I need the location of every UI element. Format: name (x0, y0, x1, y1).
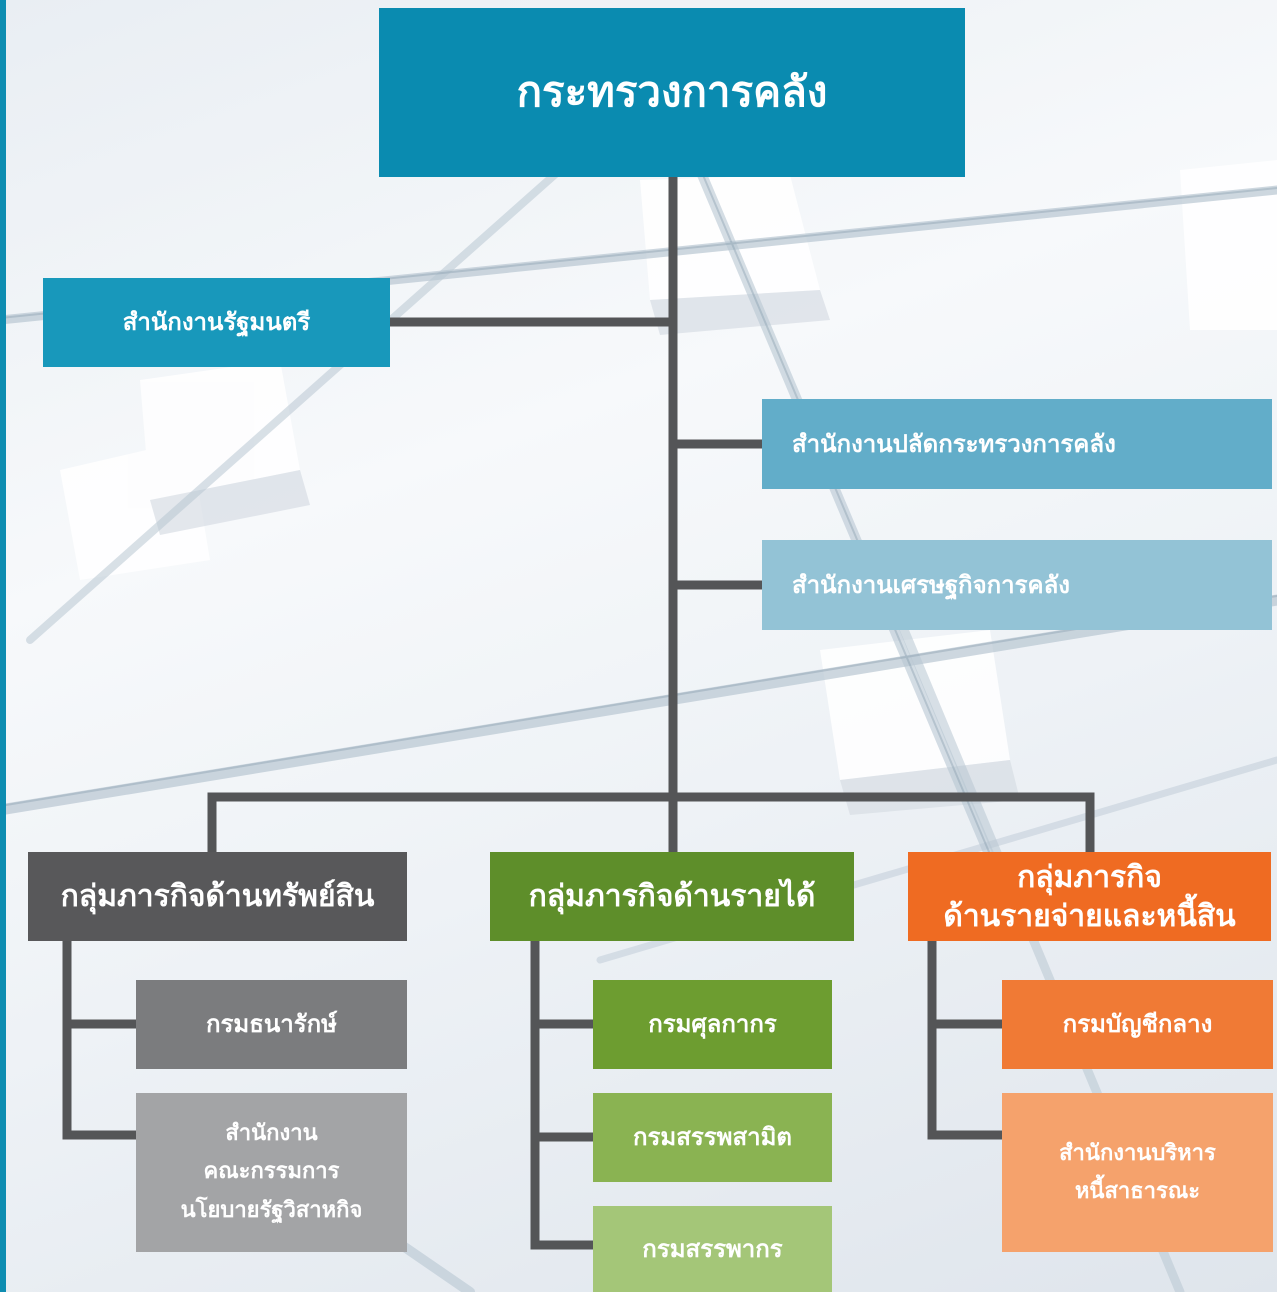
asset-group-box: กลุ่มภารกิจด้านทรัพย์สิน (28, 852, 407, 941)
state-enterprise-policy-office-box: สำนักงาน คณะกรรมการ นโยบายรัฐวิสาหกิจ (136, 1093, 407, 1252)
public-debt-management-office-box: สำนักงานบริหาร หนี้สาธารณะ (1002, 1093, 1273, 1252)
minister-office-box: สำนักงานรัฐมนตรี (43, 278, 390, 367)
excise-department-box: กรมสรรพสามิต (593, 1093, 832, 1182)
permanent-secretary-office-label: สำนักงานปลัดกระทรวงการคลัง (792, 429, 1116, 458)
department-label: กรมสรรพสามิต (632, 1123, 793, 1152)
revenue-department-box: กรมสรรพากร (593, 1206, 832, 1292)
ministry-title: กระทรวงการคลัง (516, 67, 828, 117)
expenditure-group-box: กลุ่มภารกิจ ด้านรายจ่ายและหนี้สิน (908, 852, 1271, 941)
asset-group-title: กลุ่มภารกิจด้านทรัพย์สิน (60, 878, 375, 914)
department-label: สำนักงาน คณะกรรมการ นโยบายรัฐวิสาหกิจ (180, 1120, 363, 1223)
department-label: กรมบัญชีกลาง (1062, 1010, 1213, 1039)
department-label: กรมสรรพากร (642, 1234, 783, 1263)
revenue-group-title: กลุ่มภารกิจด้านรายได้ (528, 878, 816, 914)
left-accent-bar (0, 0, 6, 1292)
minister-office-label: สำนักงานรัฐมนตรี (122, 308, 311, 337)
comptroller-general-department-box: กรมบัญชีกลาง (1002, 980, 1273, 1069)
ministry-box: กระทรวงการคลัง (379, 8, 965, 177)
department-label: สำนักงานบริหาร หนี้สาธารณะ (1059, 1141, 1216, 1204)
customs-department-box: กรมศุลกากร (593, 980, 832, 1069)
revenue-group-box: กลุ่มภารกิจด้านรายได้ (490, 852, 854, 941)
permanent-secretary-office-box: สำนักงานปลัดกระทรวงการคลัง (762, 399, 1272, 489)
fiscal-policy-office-box: สำนักงานเศรษฐกิจการคลัง (762, 540, 1272, 630)
expenditure-group-title: กลุ่มภารกิจ ด้านรายจ่ายและหนี้สิน (943, 859, 1236, 934)
fiscal-policy-office-label: สำนักงานเศรษฐกิจการคลัง (792, 570, 1071, 599)
department-label: กรมศุลกากร (648, 1010, 777, 1039)
treasury-department-box: กรมธนารักษ์ (136, 980, 407, 1069)
department-label: กรมธนารักษ์ (205, 1010, 337, 1039)
